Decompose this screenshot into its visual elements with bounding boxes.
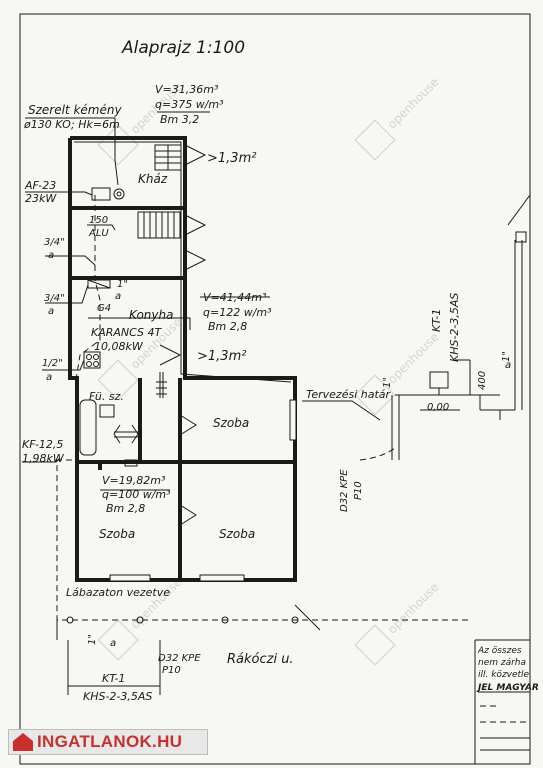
pipe-pressure-street: P10: [162, 665, 181, 676]
watermark-logo: openhouse: [97, 315, 185, 401]
house-icon: [13, 733, 33, 751]
kitchen-meter: G4: [97, 303, 111, 314]
meter-code-street: KT-1: [102, 672, 125, 685]
hall-heat-demand: q=375 w/m³: [155, 98, 224, 111]
pipe-label-a-2: a: [48, 306, 54, 317]
boiler-code: AF-23: [24, 179, 56, 192]
watermark-text: openhouse: [385, 580, 442, 637]
street-name: Rákóczi u.: [227, 652, 294, 667]
leader-lines: [22, 111, 381, 491]
legend-line-1: Az összes: [477, 646, 522, 656]
room-label-bath: Fü. sz.: [89, 390, 124, 403]
watermark-logo: openhouse: [354, 75, 442, 161]
pipe-size-3: 1/2": [42, 358, 63, 369]
hall-bm: Bm 3,2: [160, 113, 199, 126]
room-label-kaz: Kház: [138, 172, 168, 186]
site-pipe-label: a: [505, 360, 511, 371]
convector-power: 1,98kW: [22, 452, 65, 465]
gas-meter-symbol: [87, 279, 111, 289]
stove-symbol: [83, 351, 101, 369]
site-dimension-400: 400: [477, 371, 488, 390]
watermark-logo: openhouse: [354, 580, 442, 666]
site-logo[interactable]: INGATLANOK.HU: [8, 729, 208, 755]
chimney-spec: ø130 KO; Hk=6m: [23, 118, 120, 131]
pipe-spec-street: D32 KPE: [158, 653, 201, 664]
pipe-label-a-4: a: [115, 291, 121, 302]
pipe-size-4: 1": [117, 279, 128, 290]
vent-area-2: >1,3m²: [197, 349, 246, 364]
convector-symbol: [124, 459, 138, 467]
street-pipe-label: a: [110, 638, 116, 649]
site-pipe-size-2: 1": [501, 351, 512, 362]
meter-model-site: KHS-2-3,5AS: [448, 293, 461, 362]
legend-line-3: ill. közvetle: [478, 670, 530, 680]
site-dimension-000: 0,00: [427, 402, 449, 413]
meter-code-site: KT-1: [430, 309, 443, 332]
watermark-text: openhouse: [385, 330, 442, 387]
vent-area-1: >1,3m²: [207, 151, 256, 166]
annotations: Szerelt kémény ø130 KO; Hk=6m V=31,36m³ …: [22, 83, 539, 703]
kitchen-bm: Bm 2,8: [208, 320, 247, 333]
tank-unit: ALU: [88, 228, 109, 239]
stove-name: KARANCS 4T: [91, 326, 162, 339]
room-label-konyha: Konyha: [129, 308, 173, 322]
building-walls: [68, 136, 297, 582]
room-bm: Bm 2,8: [106, 502, 145, 515]
stove-power: 10,08kW: [94, 340, 144, 353]
pipe-spec-vertical: D32 KPE: [339, 469, 350, 512]
site-connection: [359, 194, 531, 461]
pipe-label-a-1: a: [48, 250, 54, 261]
room-label-szoba-2: Szoba: [99, 527, 135, 541]
pipe-size-2: 3/4": [44, 293, 65, 304]
drawing-title: Alaprajz 1:100: [121, 38, 245, 58]
room-heat-demand: q=100 w/m³: [102, 488, 171, 501]
gas-pipe-routing: [56, 195, 470, 695]
hall-volume: V=31,36m³: [155, 83, 219, 96]
legend-line-4: JEL MAGYAR: [476, 683, 539, 693]
watermark-text: openhouse: [385, 75, 442, 132]
room-label-szoba-3: Szoba: [219, 527, 255, 541]
site-pipe-size-1: 1": [382, 377, 393, 388]
boiler-power: 23kW: [25, 192, 57, 205]
stairs-upper: [154, 144, 182, 171]
pipe-routing-note: Lábazaton vezetve: [66, 586, 170, 599]
windows: [109, 399, 297, 582]
doors: [159, 144, 207, 526]
room-label-szoba-1: Szoba: [213, 416, 249, 430]
kitchen-heat-demand: q=122 w/m³: [203, 306, 272, 319]
tank-volume: 150: [89, 215, 108, 226]
watermark-text: openhouse: [128, 575, 185, 632]
sheet-border: [19, 13, 531, 765]
street-pipe-size: 1": [87, 634, 98, 645]
chimney-label: Szerelt kémény: [28, 103, 122, 117]
pipe-pressure-vertical: P10: [353, 481, 364, 500]
convector-code: KF-12,5: [22, 438, 63, 451]
legend-box: [474, 639, 530, 764]
pipe-size-1: 3/4": [44, 237, 65, 248]
meter-model-street: KHS-2-3,5AS: [83, 690, 152, 703]
legend-line-2: nem zárha: [478, 658, 526, 668]
pipe-label-a-3: a: [46, 372, 52, 383]
kitchen-volume: V=41,44m³: [203, 291, 267, 304]
logo-text: INGATLANOK.HU: [37, 732, 183, 751]
stairs-middle: [137, 211, 181, 239]
planning-boundary-label: Tervezési határ: [306, 388, 392, 401]
room-volume: V=19,82m³: [102, 474, 166, 487]
corridor-hatching: [156, 372, 167, 398]
boiler-symbol: [91, 187, 125, 201]
bathroom-fixtures: [79, 399, 139, 456]
